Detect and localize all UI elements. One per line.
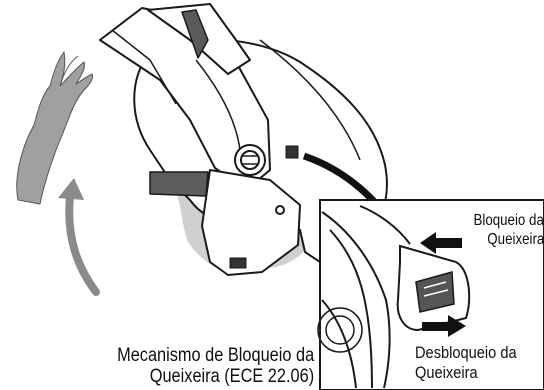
- unlock-label-line2: Queixeira: [415, 364, 478, 382]
- lock-label-line2: Queixeira: [487, 232, 544, 248]
- mechanism-caption-line2: Queixeira (ECE 22.06): [150, 367, 314, 387]
- unlock-label-line1: Desbloqueio da: [415, 344, 517, 362]
- mechanism-caption-line1: Mecanismo de Bloqueio da: [117, 346, 314, 366]
- hand-icon: [17, 52, 93, 204]
- lift-arrow-icon: [58, 178, 96, 292]
- lock-label-line1: Bloqueio da: [474, 213, 544, 229]
